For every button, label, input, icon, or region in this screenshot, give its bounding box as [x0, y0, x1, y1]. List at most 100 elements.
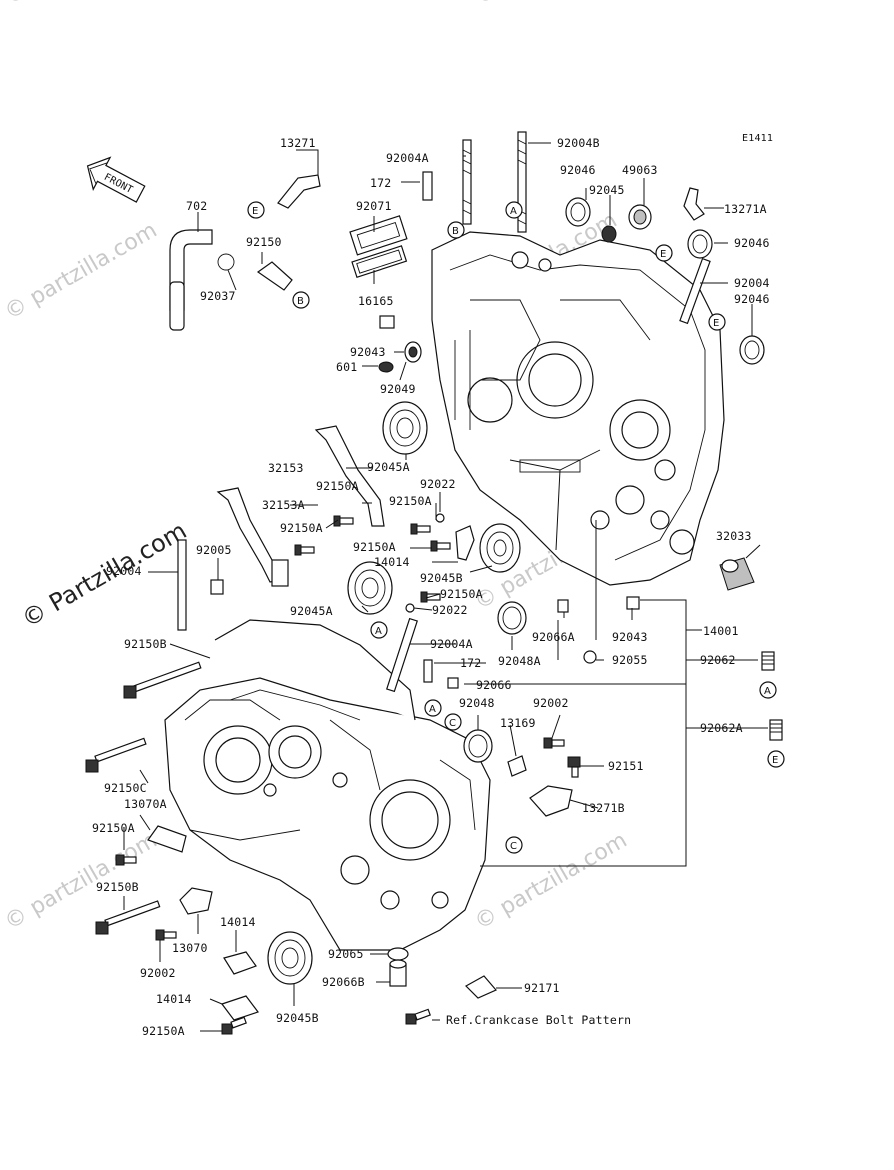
part-label: 92045A [367, 460, 410, 474]
watermark: © partzilla.com [1, 0, 162, 10]
dowel-92066A [557, 599, 569, 613]
bushing-92048A [497, 601, 527, 635]
washer-92065 [387, 947, 409, 961]
part-label: 16165 [358, 294, 394, 308]
part-label: 92004A [430, 637, 473, 651]
part-label: 92055 [612, 653, 648, 667]
part-label: 92002 [533, 696, 569, 710]
svg-text:C: C [449, 718, 456, 729]
bolt-92151 [567, 756, 581, 778]
reference-note: Ref.Crankcase Bolt Pattern [446, 1013, 631, 1027]
part-label: 32153A [262, 498, 305, 512]
watermark: © partzilla.com [471, 0, 632, 10]
plate-14014 [455, 525, 475, 561]
part-label: 13271B [582, 801, 625, 815]
bearing-92045-top [601, 225, 617, 243]
stud-92004-right [679, 257, 711, 325]
part-label: 13070 [172, 941, 208, 955]
part-label: 92062 [700, 653, 736, 667]
bolt-ref [405, 1008, 431, 1025]
svg-text:A: A [764, 686, 771, 697]
part-label: 92066B [322, 975, 365, 989]
part-label: 92046 [734, 292, 770, 306]
part-label: 601 [336, 360, 357, 374]
front-arrow-icon: FRONT [86, 156, 146, 203]
collar-92043 [379, 315, 395, 329]
bracket-13169 [507, 755, 527, 777]
dowel-172 [422, 171, 433, 201]
cover-13070 [179, 887, 213, 915]
part-label: 92150A [92, 821, 135, 835]
part-label: 92066 [476, 678, 512, 692]
part-label: 14014 [156, 992, 192, 1006]
svg-text:E: E [252, 206, 258, 217]
bolt-92150A [430, 540, 451, 552]
bearing-92049 [404, 341, 422, 363]
bolt-92150A [410, 523, 431, 535]
watermark-left-vertical: © Partzilla.com [17, 516, 191, 633]
part-label: 92150A [440, 587, 483, 601]
part-label: 92022 [420, 477, 456, 491]
part-label: 14014 [374, 555, 410, 569]
plug-92066B [389, 959, 407, 987]
bolt-92150A-bottom [221, 1016, 247, 1035]
bearing-92045A-lower [347, 561, 393, 615]
gasket-92071 [349, 215, 408, 256]
bearing-92046-lower-right [739, 335, 765, 365]
bracket-13271A [683, 187, 705, 221]
svg-text:C: C [510, 841, 517, 852]
svg-text:A: A [429, 704, 436, 715]
part-label: 92048A [498, 654, 541, 668]
callout-letter-C: C [444, 713, 462, 731]
part-label: 92037 [200, 289, 236, 303]
bearing-92045A-upper [382, 401, 428, 455]
part-label: 92150A [316, 479, 359, 493]
part-label: 92049 [380, 382, 416, 396]
callout-letter-E: E [708, 313, 726, 331]
bearing-92046-top [565, 197, 591, 227]
part-label: 13271 [280, 136, 316, 150]
callout-letter-A: A [505, 201, 523, 219]
svg-text:B: B [452, 226, 459, 237]
part-label: 172 [460, 656, 481, 670]
callout-letter-D: E [247, 201, 265, 219]
part-label: 92150A [280, 521, 323, 535]
part-label: 92045 [589, 183, 625, 197]
pipe-32033 [719, 557, 755, 591]
bolt-92150A [294, 544, 315, 556]
leader-lines [123, 142, 768, 1032]
plug-92062 [761, 651, 775, 671]
part-label: 702 [186, 199, 207, 213]
part-label: 92150A [389, 494, 432, 508]
part-label: 92150B [124, 637, 167, 651]
callout-letter-B: B [447, 221, 465, 239]
part-label: 92043 [612, 630, 648, 644]
part-label: 92002 [140, 966, 176, 980]
part-label: 13169 [500, 716, 536, 730]
callout-letter-A: A [424, 699, 442, 717]
part-label: 92062A [700, 721, 743, 735]
bolt-92002 [155, 929, 177, 941]
bolt-92150B [123, 661, 202, 699]
part-label: 92151 [608, 759, 644, 773]
part-label: 92171 [524, 981, 560, 995]
part-label: 92066A [532, 630, 575, 644]
svg-text:A: A [375, 626, 382, 637]
filter-16165 [351, 245, 408, 278]
bushing-92048 [463, 729, 493, 763]
part-label: 172 [370, 176, 391, 190]
bolt-92002-right [543, 737, 565, 749]
clamp-92171 [465, 975, 497, 999]
bolt-92150A-lower [115, 854, 137, 866]
svg-text:E: E [713, 318, 719, 329]
bearing-49063 [628, 204, 652, 230]
stud-92004-left [177, 539, 187, 631]
bracket-13271B [529, 785, 573, 817]
part-label: 32153 [268, 461, 304, 475]
fitting-92150 [256, 261, 293, 291]
seal-601 [378, 361, 394, 373]
part-label: 92045B [420, 571, 463, 585]
part-label: 92071 [356, 199, 392, 213]
bearing-92045B-lower [267, 931, 313, 985]
